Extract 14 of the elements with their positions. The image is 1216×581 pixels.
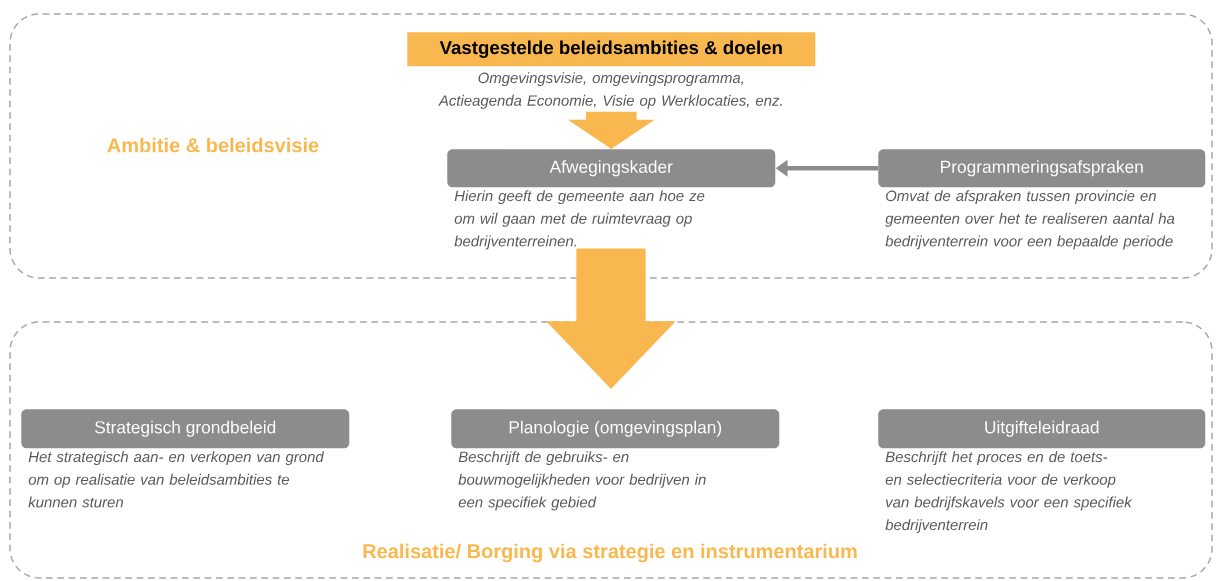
- title-box: Vastgestelde beleidsambities & doelen: [407, 32, 816, 67]
- process-box: Afwegingskader: [447, 149, 776, 188]
- description-text: Hierin geeft de gemeente aan hoe ze om wil gaan met de ruimtevraag op bedrijventerreinen.: [454, 190, 705, 250]
- description-text: Beschrijft het proces en de toets- en selectiecriteria voor de verkoop van bedrijfskavels voor een specifiek bedrijventerrein: [885, 451, 1133, 534]
- process-box: Planologie (omgevingsplan): [451, 409, 780, 449]
- process-box: Strategisch grondbeleid: [21, 409, 350, 449]
- description-text: Omgevingsvisie, omgevingsprogramma, Actieagenda Economie, Visie op Werklocaties, enz.: [438, 72, 782, 109]
- region-title: Ambitie & beleidsvisie: [107, 137, 319, 153]
- description-text: Omvat de afspraken tussen provincie en gemeenten over het te realiseren aantal ha bedrijventerrein voor een bepaalde periode: [885, 190, 1175, 250]
- description-text: Beschrijft de gebruiks- en bouwmogelijkheden voor bedrijven in een specifiek gebied: [458, 451, 706, 511]
- process-box: Programmeringsafspraken: [878, 149, 1206, 188]
- region-title: Realisatie/ Borging via strategie en instrumentarium: [363, 543, 857, 563]
- description-text: Het strategisch aan- en verkopen van grond om op realisatie van beleidsambities te kunnen sturen: [28, 451, 325, 508]
- process-box: Uitgifteleidraad: [878, 409, 1206, 449]
